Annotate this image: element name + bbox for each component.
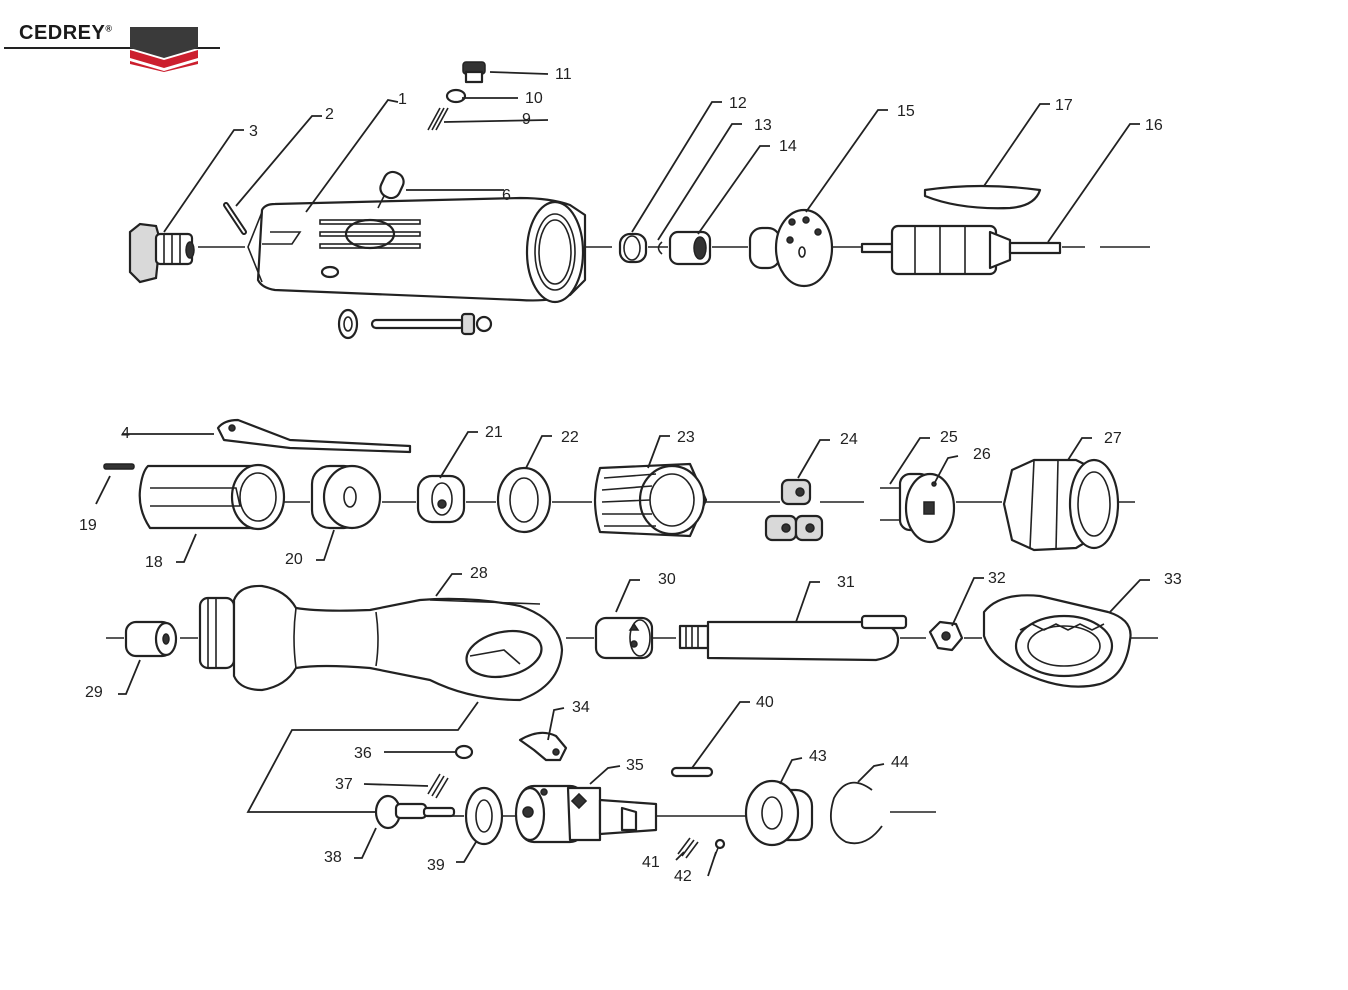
callout-32: 32 xyxy=(988,570,1006,587)
callout-27: 27 xyxy=(1104,430,1122,447)
callout-15: 15 xyxy=(897,103,915,120)
part-3-inlet-bushing xyxy=(128,222,195,284)
callout-1: 1 xyxy=(398,91,407,108)
part-40-pin xyxy=(670,766,714,778)
callout-16: 16 xyxy=(1145,117,1163,134)
callout-9: 9 xyxy=(522,111,531,128)
callout-30: 30 xyxy=(658,571,676,588)
callout-20: 20 xyxy=(285,551,303,568)
callout-29: 29 xyxy=(85,684,103,701)
callout-31: 31 xyxy=(837,574,855,591)
callout-44: 44 xyxy=(891,754,909,771)
brand-logo xyxy=(4,20,224,72)
part-28-ratchet-housing xyxy=(198,584,564,702)
part-38-reverse-knob xyxy=(374,794,456,830)
callout-6: 6 xyxy=(502,187,511,204)
part-37-spring xyxy=(427,773,449,799)
callout-17: 17 xyxy=(1055,97,1073,114)
callout-21: 21 xyxy=(485,424,503,441)
part-1-motor-housing xyxy=(247,196,587,304)
part-16-rotor xyxy=(860,224,1062,276)
callout-25: 25 xyxy=(940,429,958,446)
part-14-bearing xyxy=(668,230,712,266)
callout-3: 3 xyxy=(249,123,258,140)
callout-22: 22 xyxy=(561,429,579,446)
callout-labels: 1 2 3 4 6 9 10 11 12 13 14 15 16 17 18 1… xyxy=(79,66,1182,885)
callout-42: 42 xyxy=(674,868,692,885)
callout-26: 26 xyxy=(973,446,991,463)
part-30-pawl-bushing xyxy=(594,616,654,660)
part-21-gear-bearing xyxy=(416,474,466,524)
callout-38: 38 xyxy=(324,849,342,866)
callout-37: 37 xyxy=(335,776,353,793)
callout-12: 12 xyxy=(729,95,747,112)
part-12-bearing xyxy=(618,232,648,264)
part-19-pin xyxy=(103,463,135,470)
callout-23: 23 xyxy=(677,429,695,446)
callout-4: 4 xyxy=(121,425,130,442)
part-13-clip xyxy=(657,241,663,255)
registered-mark: ® xyxy=(105,23,113,34)
callout-43: 43 xyxy=(809,748,827,765)
callout-34: 34 xyxy=(572,699,590,716)
callout-36: 36 xyxy=(354,745,372,762)
part-36-ball xyxy=(454,744,474,760)
leader-lines xyxy=(95,71,1150,877)
part-20-bushing xyxy=(310,464,382,530)
callout-14: 14 xyxy=(779,138,797,155)
part-39-washer xyxy=(464,786,504,846)
part-44-retaining-ring xyxy=(830,781,883,845)
part-32-nut xyxy=(928,620,964,652)
callout-35: 35 xyxy=(626,757,644,774)
part-10-o-ring xyxy=(445,88,467,104)
part-17-vane xyxy=(923,184,1042,210)
part-22-ring xyxy=(496,466,552,534)
part-24-planet-gears xyxy=(764,478,824,542)
part-6-valve-knob xyxy=(377,170,405,209)
part-31-crankshaft xyxy=(678,614,908,662)
part-43-bushing xyxy=(744,779,814,847)
part-33-ratchet-yoke xyxy=(982,594,1132,688)
callout-11: 11 xyxy=(555,66,572,83)
callout-41: 41 xyxy=(642,854,660,871)
callout-13: 13 xyxy=(754,117,772,134)
part-11-screw xyxy=(462,61,486,84)
part-4-lever-spring xyxy=(216,418,412,454)
row4-connector xyxy=(246,701,479,813)
brand-name: CEDREY® xyxy=(19,22,113,45)
callout-33: 33 xyxy=(1164,571,1182,588)
part-41-spring xyxy=(677,837,699,859)
callout-19: 19 xyxy=(79,517,97,534)
callout-2: 2 xyxy=(325,106,334,123)
part-29-bushing xyxy=(124,620,178,658)
callout-39: 39 xyxy=(427,857,445,874)
callout-40: 40 xyxy=(756,694,774,711)
callout-18: 18 xyxy=(145,554,163,571)
part-2-pin xyxy=(223,202,247,235)
callout-24: 24 xyxy=(840,431,858,448)
callout-28: 28 xyxy=(470,565,488,582)
part-valve-stem xyxy=(370,312,493,336)
part-27-ring-nut xyxy=(1002,458,1120,552)
part-23-ring-gear xyxy=(593,462,708,538)
part-26-planet-carrier xyxy=(880,472,956,544)
part-35-anvil xyxy=(514,784,658,844)
callout-10: 10 xyxy=(525,90,543,107)
part-15-end-plate xyxy=(748,208,834,288)
part-18-sleeve xyxy=(138,463,286,531)
logo-graphic xyxy=(4,27,220,72)
part-9-spring xyxy=(427,107,449,131)
part-34-pawl xyxy=(518,731,568,762)
part-washer-small xyxy=(337,308,359,340)
brand-wordmark: CEDREY xyxy=(19,22,106,44)
